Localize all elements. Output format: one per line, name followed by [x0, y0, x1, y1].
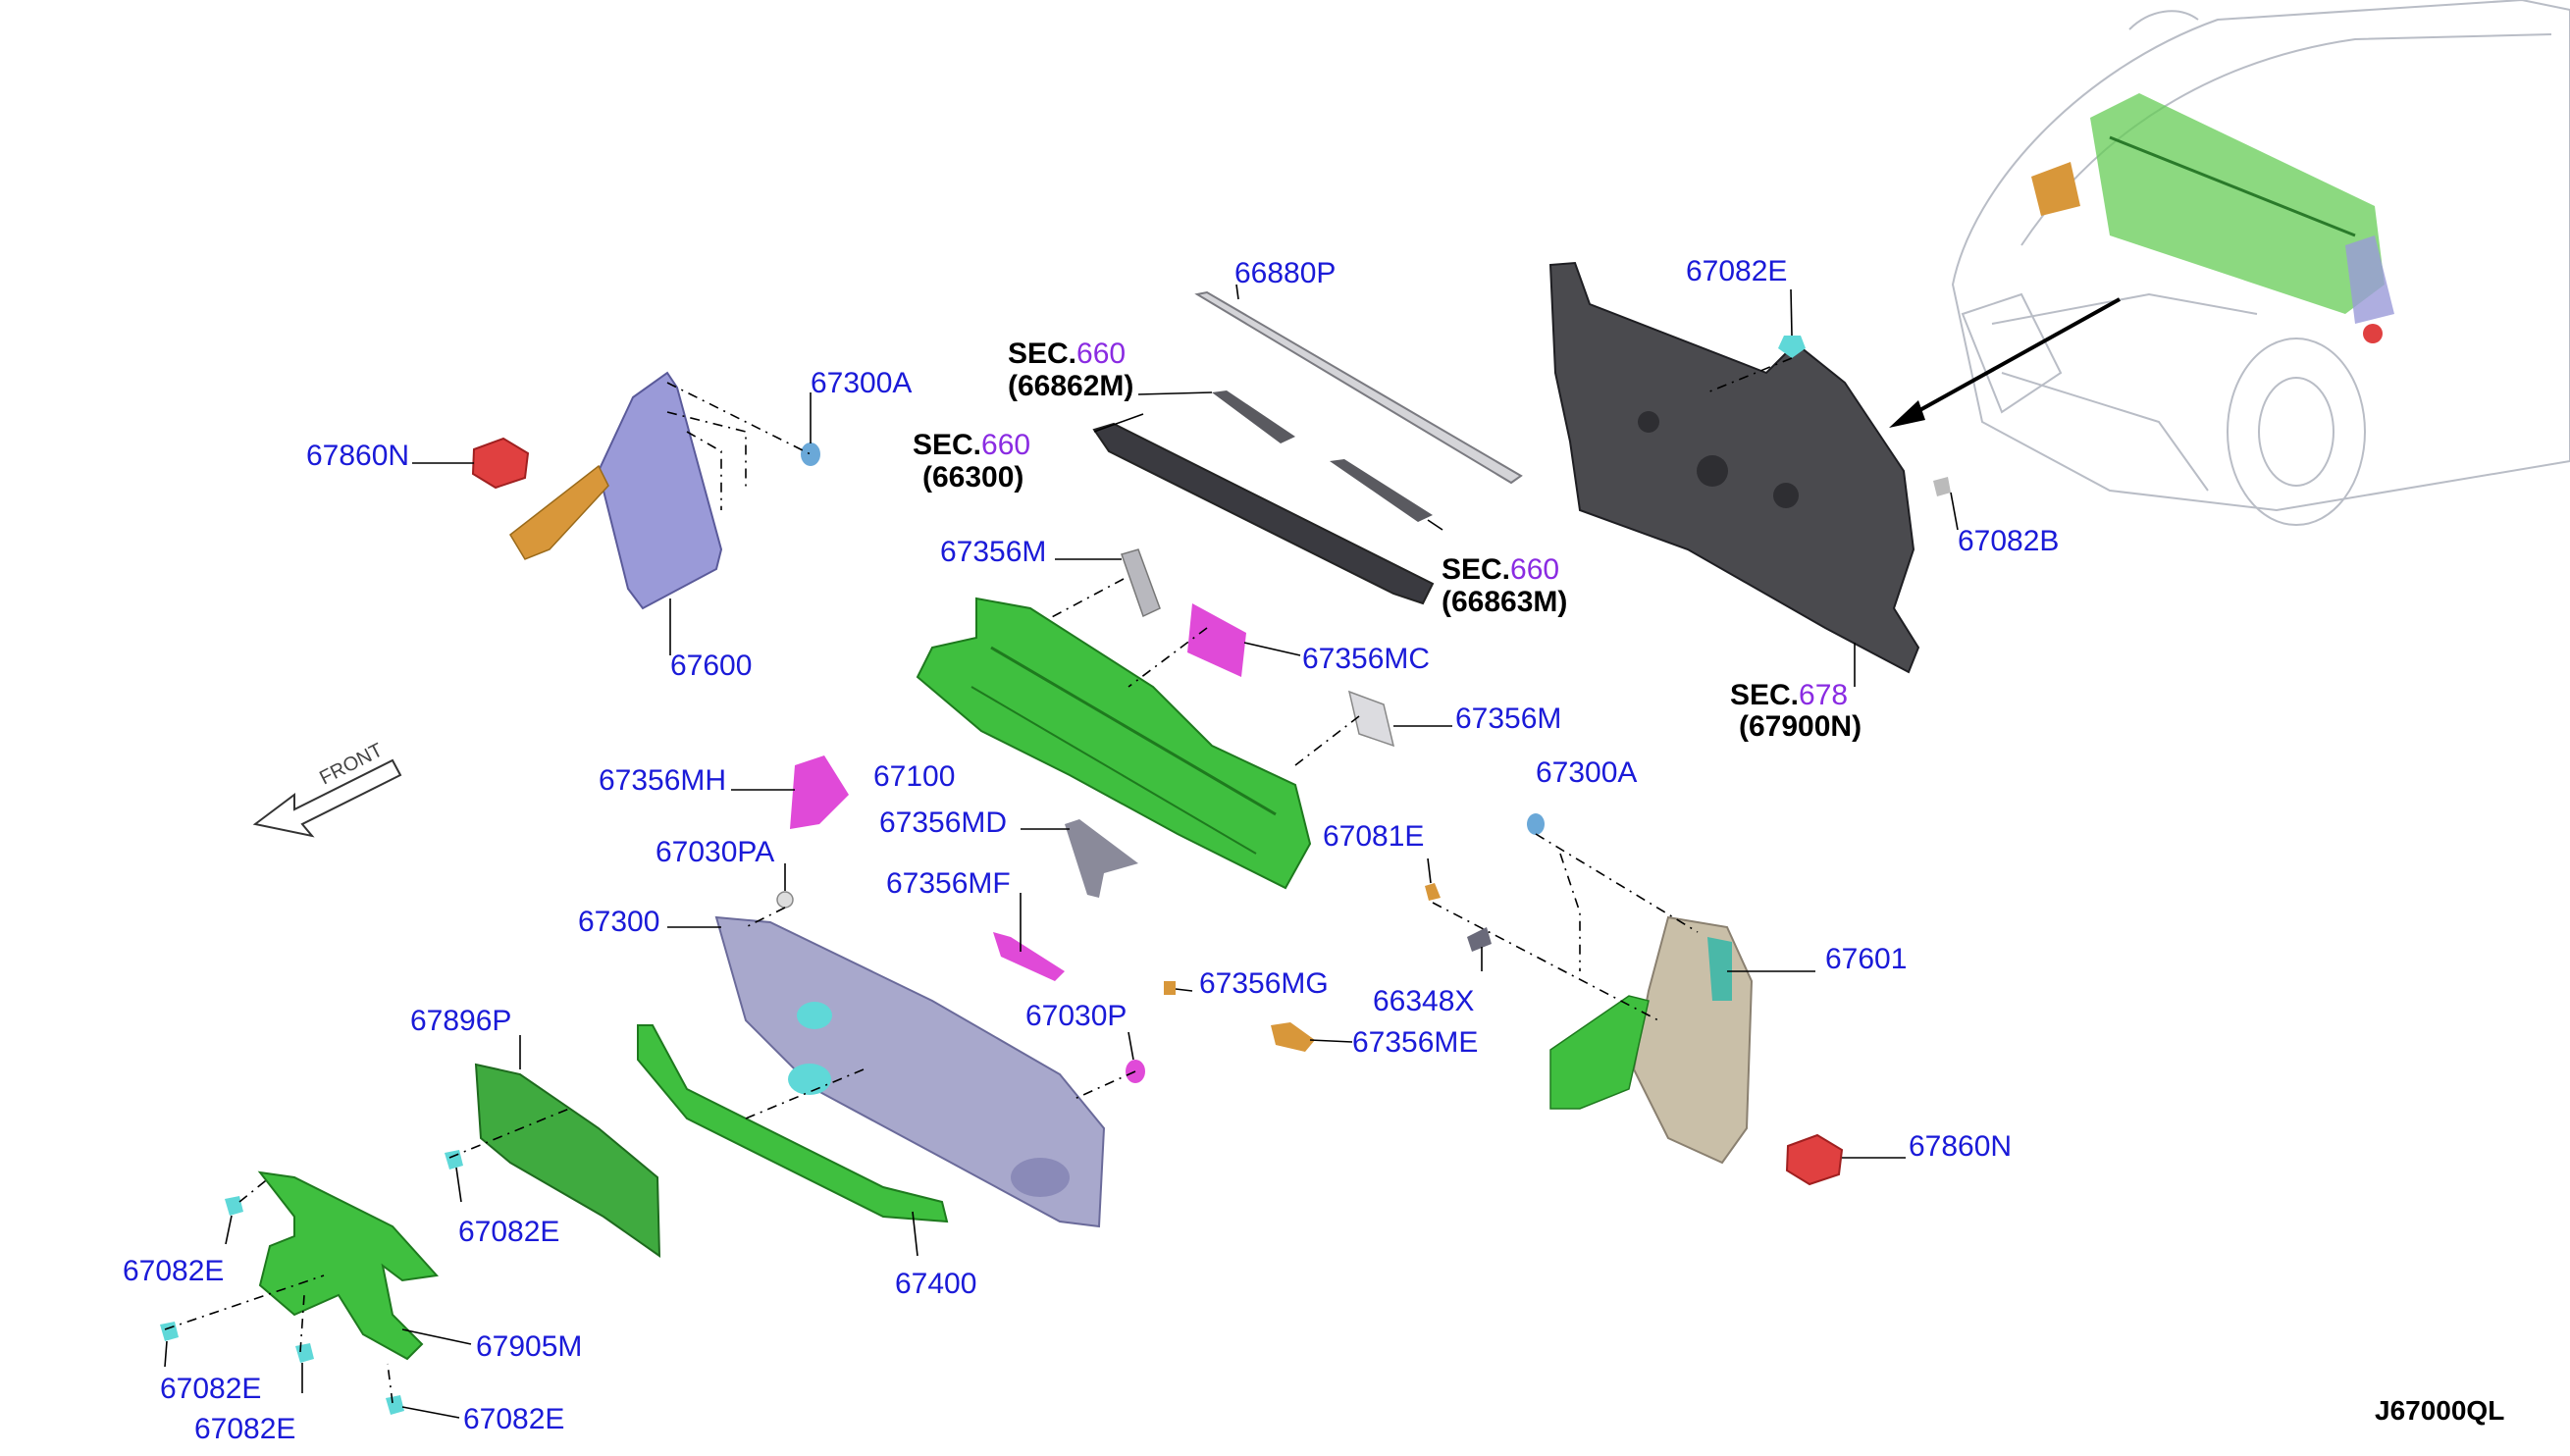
label-67601: 67601 — [1825, 943, 1907, 975]
label-66880p: 66880P — [1234, 257, 1336, 289]
part-67896p-bracket — [474, 1063, 661, 1258]
label-67082e-bl2: 67082E — [194, 1413, 295, 1445]
label-67030pa: 67030PA — [656, 836, 774, 868]
label-67400: 67400 — [895, 1268, 976, 1300]
part-67860n-pad-right — [1785, 1133, 1844, 1186]
part-67081e-clip — [1425, 883, 1441, 901]
front-direction-indicator: FRONT — [252, 740, 402, 838]
label-67905m: 67905M — [476, 1330, 582, 1363]
part-67082e-clip-top — [1778, 336, 1806, 358]
label-67082e-bottom: 67082E — [463, 1403, 564, 1435]
part-67356me-pad — [1271, 1022, 1315, 1052]
part-67601-green-wheelhouse — [1549, 995, 1650, 1110]
sec-ref-2: SEC.660 — [913, 429, 1030, 461]
part-67860n-pad-left — [471, 437, 530, 490]
part-67030pa-grommet — [776, 891, 794, 909]
label-67081e: 67081E — [1323, 820, 1424, 853]
view-direction-arrow — [1898, 297, 2121, 424]
label-67082e-bl1: 67082E — [160, 1373, 261, 1405]
diagram-code: J67000QL — [2375, 1395, 2504, 1426]
label-66348x: 66348X — [1373, 985, 1474, 1017]
label-67896p: 67896P — [410, 1005, 511, 1037]
part-67082e-clip-bottom — [386, 1395, 404, 1415]
part-67356mh-insulator — [790, 755, 849, 829]
section-references: SEC.660 (66862M) SEC.660 (66300) SEC.660… — [913, 338, 1862, 743]
part-67356mf-insulator — [993, 932, 1065, 981]
label-67356mc: 67356MC — [1302, 643, 1430, 675]
part-67356m-bracket-mid — [1347, 690, 1395, 748]
label-67300: 67300 — [578, 906, 659, 938]
part-labels: 66880P 67082E 67300A 67860N 67600 67356M… — [123, 255, 2059, 1445]
label-67082b: 67082B — [1958, 525, 2059, 557]
sec-ref-3-part: (66863M) — [1442, 586, 1567, 618]
part-66348x-bracket — [1467, 927, 1492, 952]
label-67100: 67100 — [873, 760, 955, 793]
sec-ref-4-part: (67900N) — [1739, 710, 1862, 743]
label-67356mh: 67356MH — [599, 764, 726, 797]
part-67356m-bracket-upper — [1121, 548, 1161, 618]
part-67100-dash-panel — [916, 597, 1312, 890]
view-direction-arrowhead — [1889, 400, 1925, 428]
label-67356md: 67356MD — [879, 806, 1007, 839]
part-67356mc-insulator — [1187, 603, 1246, 677]
label-67356me: 67356ME — [1352, 1026, 1478, 1059]
part-67082e-clip-left — [225, 1196, 243, 1216]
part-67082e-clip-bl2 — [295, 1343, 314, 1363]
sec-ref-1-part: (66862M) — [1008, 370, 1133, 402]
part-67400-cross-member — [637, 1024, 949, 1223]
label-67030p: 67030P — [1025, 1000, 1127, 1032]
part-67600-orange-bracket — [509, 464, 609, 560]
label-67300a-top: 67300A — [811, 367, 912, 399]
sec-ref-4: SEC.678 — [1730, 679, 1848, 711]
label-67356m-mid: 67356M — [1455, 702, 1561, 735]
part-67600-side-panel-left — [597, 371, 723, 610]
label-67356mg: 67356MG — [1199, 967, 1329, 1000]
alignment-lines — [164, 357, 1793, 1404]
label-67082e-top: 67082E — [1686, 255, 1787, 287]
part-66863m-seal — [1330, 459, 1433, 522]
sec-ref-3: SEC.660 — [1442, 553, 1559, 586]
part-66880p-strip — [1194, 290, 1523, 485]
label-67860n-right: 67860N — [1909, 1130, 2012, 1163]
part-67300-lower-dash — [714, 915, 1106, 1228]
part-67356mg-pad — [1164, 981, 1176, 995]
label-67356m-upper: 67356M — [940, 536, 1046, 568]
sec-ref-2-part: (66300) — [922, 461, 1023, 494]
part-67900n-dash-insulator — [1548, 261, 1920, 674]
label-67600: 67600 — [670, 650, 752, 682]
label-67082e-mid: 67082E — [458, 1216, 559, 1248]
label-67356mf: 67356MF — [886, 867, 1011, 900]
part-67082b-clip — [1933, 477, 1951, 496]
sec-ref-1: SEC.660 — [1008, 338, 1126, 370]
label-67300a-right: 67300A — [1536, 756, 1637, 789]
label-67082e-left: 67082E — [123, 1255, 224, 1287]
part-67601-side-panel-right — [1632, 915, 1754, 1165]
vehicle-overview-illustration — [1951, 0, 2570, 526]
part-67082e-clip-mid — [445, 1150, 463, 1170]
part-66862m-seal — [1212, 390, 1295, 443]
part-67905m-lower-bracket — [257, 1170, 439, 1361]
part-67300a-clip-right — [1527, 813, 1545, 835]
leader-lines — [164, 284, 1959, 1419]
label-67860n-left: 67860N — [306, 440, 409, 472]
part-67082e-clip-bl1 — [160, 1322, 179, 1341]
part-67300a-clip-top — [801, 442, 820, 466]
part-67356md-bracket — [1065, 819, 1138, 898]
